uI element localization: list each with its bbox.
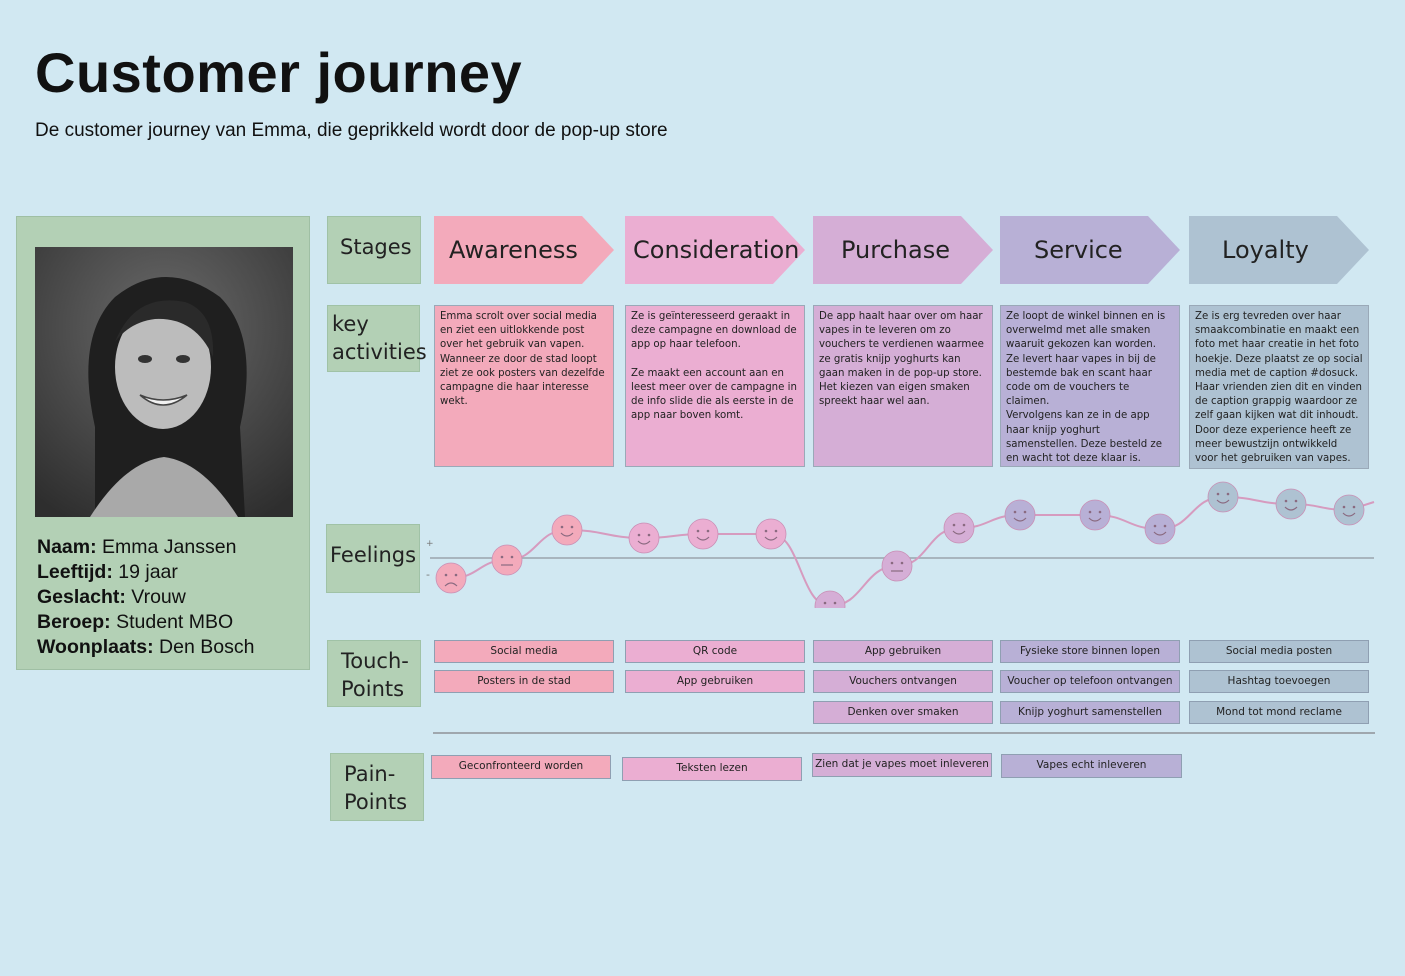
divider <box>433 732 1375 734</box>
persona-field-label: Beroep: <box>37 611 111 633</box>
persona-photo <box>35 247 293 517</box>
persona-field: Leeftijd: 19 jaar <box>37 560 254 585</box>
painpoint-item: Vapes echt inleveren <box>1001 754 1182 778</box>
row-label-key-activities: key activities <box>327 305 427 372</box>
touchpoint-item: Social media posten <box>1189 640 1369 663</box>
row-label-text: Touch- <box>341 649 409 673</box>
feelings-line <box>450 495 1375 608</box>
mood-happy-icon <box>628 522 660 554</box>
row-label-text: Points <box>341 677 405 701</box>
touchpoint-item: QR code <box>625 640 805 663</box>
touchpoint-item: App gebruiken <box>813 640 993 663</box>
row-label-stages: Stages <box>327 216 421 284</box>
mood-happy-icon <box>1004 499 1036 531</box>
touchpoint-item: Knijp yoghurt samenstellen <box>1000 701 1180 724</box>
stage-consideration: Consideration <box>625 216 805 284</box>
activity-box: Ze is erg tevreden over haar smaakcombin… <box>1189 305 1369 469</box>
stage-service: Service <box>1000 216 1180 284</box>
row-label-text: activities <box>332 340 427 364</box>
persona-field: Beroep: Student MBO <box>37 610 254 635</box>
mood-happy-icon <box>1275 488 1307 520</box>
persona-field-value: Student MBO <box>110 611 234 633</box>
persona-field-value: Vrouw <box>125 586 186 608</box>
page-subtitle: De customer journey van Emma, die geprik… <box>35 120 668 141</box>
row-label-text: key <box>332 312 369 336</box>
axis-minus-label: - <box>426 568 430 581</box>
portrait-image <box>35 247 293 517</box>
activity-box: Ze loopt de winkel binnen en is overwelm… <box>1000 305 1180 467</box>
touchpoint-item: Denken over smaken <box>813 701 993 724</box>
mood-sad-icon <box>814 590 846 608</box>
stage-arrow-shape <box>813 216 993 284</box>
stage-label: Purchase <box>841 236 950 264</box>
persona-field-value: Den Bosch <box>153 636 255 658</box>
persona-field: Woonplaats: Den Bosch <box>37 635 254 660</box>
persona-field-label: Woonplaats: <box>37 636 154 658</box>
painpoint-item: Geconfronteerd worden <box>431 755 611 779</box>
stage-arrow-shape <box>1000 216 1180 284</box>
feelings-graph: + - <box>426 481 1375 608</box>
stage-arrow-shape <box>434 216 614 284</box>
stage-purchase: Purchase <box>813 216 993 284</box>
touchpoint-item: Vouchers ontvangen <box>813 670 993 693</box>
stage-label: Consideration <box>633 236 800 264</box>
axis-plus-label: + <box>426 539 434 549</box>
mood-happy-icon <box>943 512 975 544</box>
mood-neutral-icon <box>491 544 523 576</box>
mood-happy-icon <box>551 514 583 546</box>
stage-arrow-shape <box>625 216 805 284</box>
touchpoint-item: Voucher op telefoon ontvangen <box>1000 670 1180 693</box>
activity-box: De app haalt haar over om haar vapes in … <box>813 305 993 467</box>
stage-awareness: Awareness <box>434 216 614 284</box>
row-label-feelings: Feelings <box>326 524 420 593</box>
persona-field-label: Geslacht: <box>37 586 126 608</box>
stage-label: Loyalty <box>1222 236 1309 264</box>
persona-field-value: 19 jaar <box>112 561 178 583</box>
touchpoint-item: App gebruiken <box>625 670 805 693</box>
row-label-text: Pain- <box>344 762 396 786</box>
persona-field-label: Naam: <box>37 536 97 558</box>
row-label-touchpoints: Touch- Points <box>327 640 421 707</box>
mood-happy-icon <box>687 518 719 550</box>
page-title: Customer journey <box>35 41 523 104</box>
mood-neutral-icon <box>881 550 913 582</box>
persona-field: Geslacht: Vrouw <box>37 585 254 610</box>
stage-label: Awareness <box>449 236 578 264</box>
stage-label: Service <box>1034 236 1123 264</box>
painpoint-item: Teksten lezen <box>622 757 802 781</box>
mood-happy-icon <box>1333 494 1365 526</box>
mood-sad-icon <box>435 562 467 594</box>
touchpoint-item: Mond tot mond reclame <box>1189 701 1369 724</box>
touchpoint-item: Fysieke store binnen lopen <box>1000 640 1180 663</box>
row-label-painpoints: Pain- Points <box>330 753 424 821</box>
mood-happy-icon <box>755 518 787 550</box>
touchpoint-item: Social media <box>434 640 614 663</box>
touchpoint-item: Hashtag toevoegen <box>1189 670 1369 693</box>
persona-field: Naam: Emma Janssen <box>37 535 254 560</box>
mood-happy-icon <box>1144 513 1176 545</box>
mood-happy-icon <box>1207 481 1239 513</box>
row-label-text: Stages <box>340 235 412 259</box>
stage-arrow-shape <box>1189 216 1369 284</box>
row-label-text: Feelings <box>330 543 417 567</box>
persona-field-label: Leeftijd: <box>37 561 113 583</box>
activity-box: Ze is geïnteresseerd geraakt in deze cam… <box>625 305 805 467</box>
painpoint-item: Zien dat je vapes moet inleveren <box>812 753 992 777</box>
mood-happy-icon <box>1079 499 1111 531</box>
touchpoint-item: Posters in de stad <box>434 670 614 693</box>
activity-box: Emma scrolt over social media en ziet ee… <box>434 305 614 467</box>
row-label-text: Points <box>344 790 408 814</box>
stage-loyalty: Loyalty <box>1189 216 1369 284</box>
persona-field-value: Emma Janssen <box>96 536 237 558</box>
